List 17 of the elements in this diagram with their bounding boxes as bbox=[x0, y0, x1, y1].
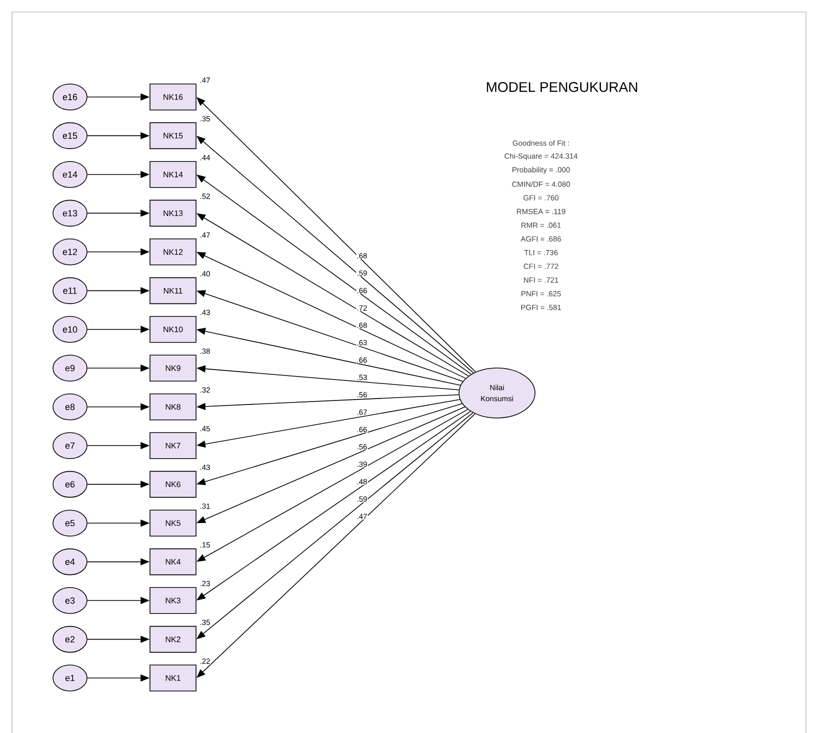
variable-box: NK7 bbox=[150, 432, 196, 459]
variable-box: NK12 bbox=[150, 238, 196, 266]
variable-box: NK15 bbox=[150, 122, 196, 150]
variable-box: NK10 bbox=[150, 316, 196, 343]
variable-box: NK13 bbox=[150, 200, 196, 227]
variable-box: NK1 bbox=[150, 664, 196, 692]
variable-box: NK6 bbox=[150, 470, 196, 498]
variable-box: NK4 bbox=[150, 548, 196, 576]
variable-box: NK3 bbox=[150, 587, 196, 614]
variable-box: NK16 bbox=[150, 84, 196, 110]
title: MODEL PENGUKURAN bbox=[486, 82, 638, 92]
variable-box: NK11 bbox=[150, 277, 196, 304]
variable-box: NK5 bbox=[150, 510, 196, 536]
variable-box: NK9 bbox=[150, 354, 196, 382]
variable-box: NK8 bbox=[150, 394, 196, 420]
variable-box: NK14 bbox=[150, 161, 196, 188]
variable-box: NK2 bbox=[150, 626, 196, 653]
